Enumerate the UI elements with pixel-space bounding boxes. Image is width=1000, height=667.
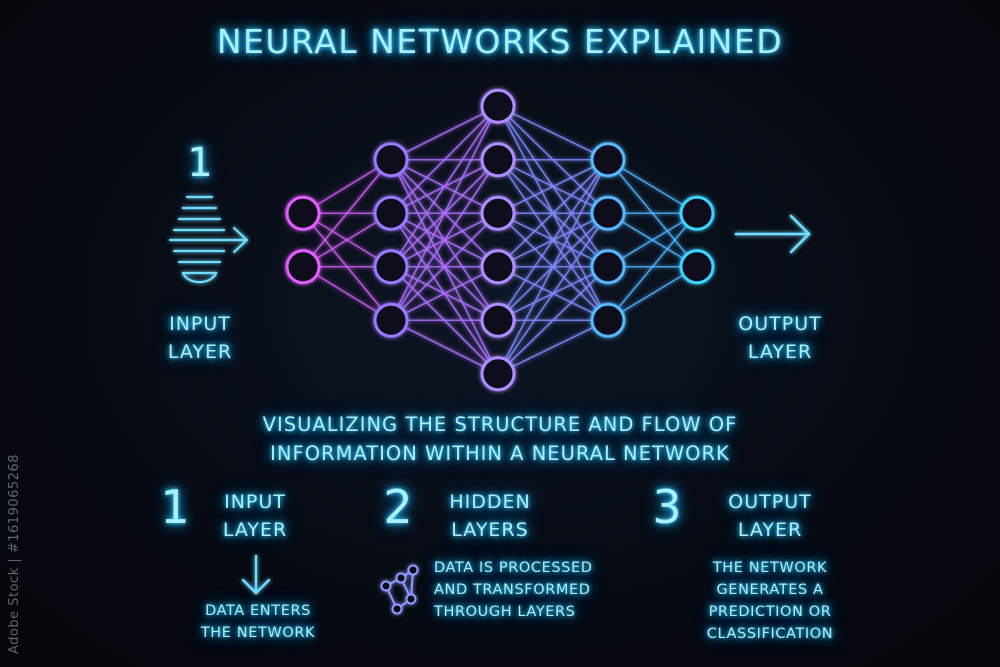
input-data-icon	[168, 195, 249, 284]
connection-l3-n6-to-n4	[497, 319, 609, 375]
neuron-layer3-node1	[480, 88, 516, 124]
watermark-text: Adobe Stock | #1619065268	[7, 454, 22, 654]
neuron-layer3-node4	[480, 249, 516, 285]
connection-l4-n4-to-n1	[607, 212, 698, 321]
stock-watermark: Adobe Stock | #1619065268	[4, 424, 22, 654]
neuron-layer2-node4	[373, 302, 409, 338]
neuron-layer3-node6	[480, 356, 516, 392]
connection-l2-n4-to-n2	[390, 159, 499, 321]
neuron-layer4-node1	[590, 142, 626, 178]
step-3-title-line1: OUTPUT	[728, 491, 812, 513]
output-layer-label-line2: LAYER	[747, 341, 813, 363]
step-2-description: DATA IS PROCESSED AND TRANSFORMED THROUG…	[434, 557, 624, 623]
connection-l2-n4-to-n6	[390, 319, 499, 375]
step-1-desc-line2: THE NETWORK	[200, 625, 316, 641]
input-layer-label: INPUT LAYER	[140, 310, 260, 366]
input-layer-label-line1: INPUT	[169, 313, 231, 335]
step-3-desc-line3: PREDICTION OR	[708, 604, 832, 620]
step-2-title-line2: LAYERS	[451, 519, 529, 541]
subtitle: VISUALIZING THE STRUCTURE AND FLOW OF IN…	[100, 410, 900, 468]
connection-l3-n6-to-n2	[497, 212, 609, 375]
neuron-layer1-node2	[285, 249, 321, 285]
step-2-title: HIDDEN LAYERS	[430, 488, 550, 544]
neuron-layer2-node1	[373, 142, 409, 178]
down-arrow-icon	[241, 554, 271, 595]
output-layer-label-line1: OUTPUT	[738, 313, 822, 335]
neuron-layer1-node1	[285, 195, 321, 231]
step-2-title-line1: HIDDEN	[449, 491, 531, 513]
connection-l3-n5-to-n1	[497, 159, 609, 321]
neuron-layer4-node3	[590, 249, 626, 285]
connection-l3-n6-to-n3	[497, 266, 609, 375]
neuron-layer2-node3	[373, 249, 409, 285]
step-2-desc-line2: AND TRANSFORMED	[434, 582, 591, 598]
step-1-number: 1	[160, 480, 190, 534]
step-2-desc-line3: THROUGH LAYERS	[434, 604, 576, 620]
connection-l2-n3-to-n1	[390, 105, 499, 268]
subtitle-line1: VISUALIZING THE STRUCTURE AND FLOW OF	[262, 413, 738, 436]
connection-l2-n4-to-n1	[390, 105, 499, 321]
input-layer-label-line2: LAYER	[167, 341, 233, 363]
network-nodes	[285, 88, 715, 392]
connection-l3-n3-to-n1	[497, 159, 609, 214]
neuron-layer4-node2	[590, 195, 626, 231]
step-1-desc-line1: DATA ENTERS	[205, 603, 311, 619]
connection-l3-n4-to-n1	[497, 159, 609, 268]
connection-l1-n2-to-n1	[302, 159, 392, 268]
neuron-layer5-node1	[679, 195, 715, 231]
connection-l2-n4-to-n4	[390, 266, 499, 321]
subtitle-line2: INFORMATION WITHIN A NEURAL NETWORK	[270, 442, 730, 465]
connection-l2-n1-to-n1	[390, 105, 499, 161]
step-1-title: INPUT LAYER	[195, 488, 315, 544]
connection-l3-n1-to-n1	[497, 105, 609, 161]
step-1-description: DATA ENTERS THE NETWORK	[178, 600, 338, 644]
connection-l3-n6-to-n1	[497, 159, 609, 375]
neuron-layer3-node2	[480, 142, 516, 178]
page-title: NEURAL NETWORKS EXPLAINED	[216, 22, 784, 61]
step-3-title-line2: LAYER	[737, 519, 803, 541]
step-1-title-line2: LAYER	[222, 519, 288, 541]
neuron-layer3-node3	[480, 195, 516, 231]
neuron-layer4-node4	[590, 302, 626, 338]
neuron-layer2-node2	[373, 195, 409, 231]
step-1-title-line1: INPUT	[224, 491, 286, 513]
step-3-title: OUTPUT LAYER	[710, 488, 830, 544]
step-3-description: THE NETWORK GENERATES A PREDICTION OR CL…	[690, 557, 850, 645]
step-3-desc-line2: GENERATES A	[716, 582, 824, 598]
mini-network-icon	[380, 564, 419, 615]
output-layer-label: OUTPUT LAYER	[720, 310, 840, 366]
step-3-number: 3	[652, 480, 682, 534]
neuron-layer3-node5	[480, 302, 516, 338]
step-3-desc-line4: CLASSIFICATION	[706, 626, 834, 642]
connection-l2-n2-to-n1	[390, 105, 499, 214]
step-2-number: 2	[383, 480, 413, 534]
step-3-desc-line1: THE NETWORK	[712, 560, 828, 576]
input-layer-number: 1	[187, 140, 213, 186]
neuron-layer5-node2	[679, 249, 715, 285]
connection-l2-n4-to-n3	[390, 212, 499, 321]
step-2-desc-line1: DATA IS PROCESSED	[434, 560, 593, 576]
output-arrow-icon	[734, 214, 811, 254]
